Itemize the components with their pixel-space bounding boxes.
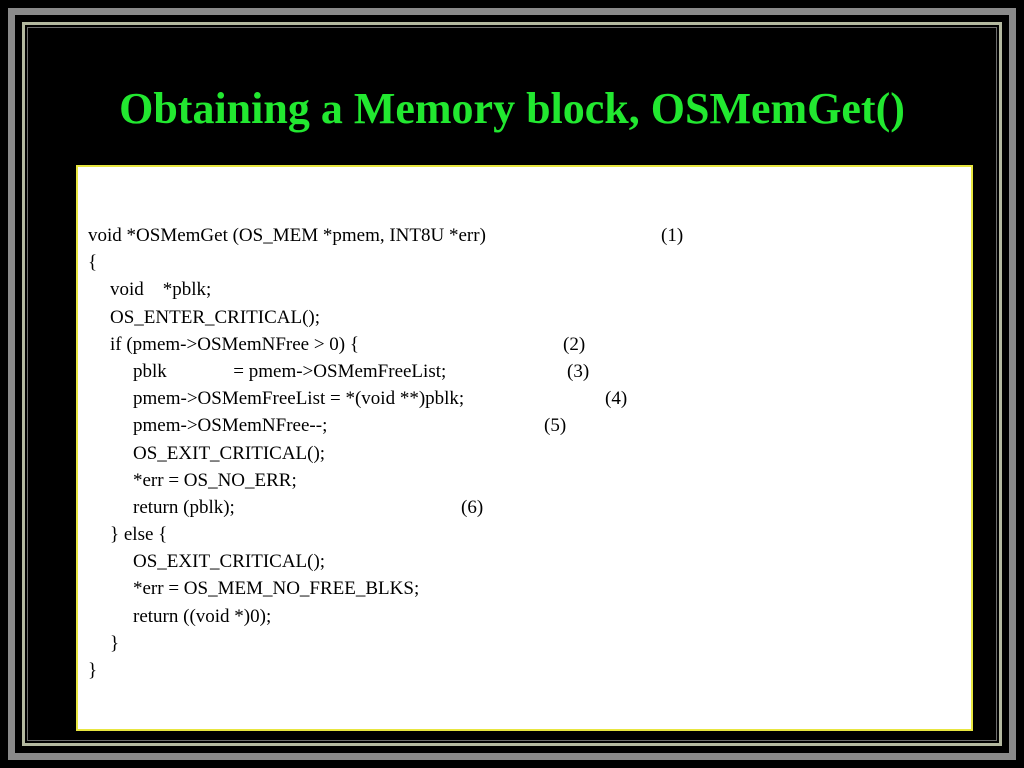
code-line-number: (3): [567, 360, 590, 382]
code-line-text: void *OSMemGet (OS_MEM *pmem, INT8U *err…: [88, 225, 486, 246]
code-line: if (pmem->OSMemNFree > 0) { (2): [88, 331, 585, 358]
code-line: pmem->OSMemFreeList = *(void **)pblk; (4…: [88, 385, 627, 412]
code-line: void *pblk;: [88, 276, 211, 303]
code-line: }: [88, 657, 126, 684]
code-line-text: } else {: [110, 524, 168, 546]
code-line-number: (6): [461, 496, 484, 518]
code-line-text: pmem->OSMemFreeList = *(void **)pblk;: [133, 388, 465, 410]
code-line-text: OS_EXIT_CRITICAL();: [133, 442, 326, 464]
code-line-text: OS_ENTER_CRITICAL();: [110, 306, 321, 328]
code-box: void *OSMemGet (OS_MEM *pmem, INT8U *err…: [76, 165, 973, 731]
code-line-number: (4): [605, 388, 628, 410]
code-line-text: OS_EXIT_CRITICAL();: [133, 551, 326, 573]
code-line: }: [88, 630, 126, 657]
code-line: void *OSMemGet (OS_MEM *pmem, INT8U *err…: [88, 222, 683, 249]
code-line-text: pmem->OSMemNFree--;: [133, 415, 328, 437]
code-line: } else {: [88, 521, 167, 548]
code-line-number: (1): [661, 225, 684, 246]
slide-frame-outer: [8, 8, 1016, 760]
code-line: OS_EXIT_CRITICAL();: [88, 440, 325, 467]
code-line: pmem->OSMemNFree--; (5): [88, 412, 566, 439]
code-line-text: *err = OS_MEM_NO_FREE_BLKS;: [133, 578, 420, 600]
code-line-number: (5): [544, 415, 567, 437]
code-line: pblk = pmem->OSMemFreeList; (3): [88, 358, 589, 385]
code-line-text: pblk = pmem->OSMemFreeList;: [133, 360, 447, 382]
code-line-text: return ((void *)0);: [133, 605, 272, 627]
slide-frame-inner: [22, 22, 1002, 746]
code-line-number: (2): [563, 333, 586, 355]
code-line-text: }: [88, 660, 98, 681]
code-line-text: if (pmem->OSMemNFree > 0) {: [110, 333, 360, 355]
code-line-text: {: [88, 252, 98, 274]
code-line-text: *err = OS_NO_ERR;: [133, 469, 297, 491]
code-line: *err = OS_MEM_NO_FREE_BLKS;: [88, 575, 419, 602]
slide-frame-inner-line: [27, 27, 997, 741]
code-line: return ((void *)0);: [88, 603, 271, 630]
code-line: OS_ENTER_CRITICAL();: [88, 304, 320, 331]
code-line: return (pblk); (6): [88, 494, 483, 521]
code-line: {: [88, 249, 126, 276]
code-line: *err = OS_NO_ERR;: [88, 467, 297, 494]
code-listing: void *OSMemGet (OS_MEM *pmem, INT8U *err…: [88, 222, 683, 684]
code-line-text: void *pblk;: [110, 279, 212, 301]
code-line-text: }: [110, 632, 120, 654]
code-line-text: return (pblk);: [133, 496, 235, 518]
slide-title: Obtaining a Memory block, OSMemGet(): [119, 84, 905, 133]
code-line: OS_EXIT_CRITICAL();: [88, 548, 325, 575]
